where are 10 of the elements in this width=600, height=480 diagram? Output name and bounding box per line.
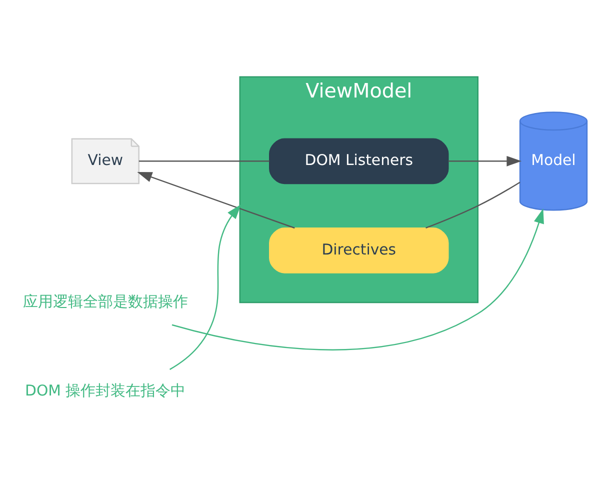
node-box: Directives: [269, 226, 449, 273]
node-box: DOM Listeners: [269, 138, 449, 184]
arrow: [137, 172, 295, 228]
node-text: 应用逻辑全部是数据操作: [22, 292, 188, 310]
connector: [426, 181, 520, 228]
node-text: DOM 操作封装在指令中: [25, 381, 186, 400]
connector: [138, 160, 270, 162]
arrow: [170, 204, 242, 370]
arrow: [172, 208, 544, 350]
arrow: [448, 155, 522, 166]
